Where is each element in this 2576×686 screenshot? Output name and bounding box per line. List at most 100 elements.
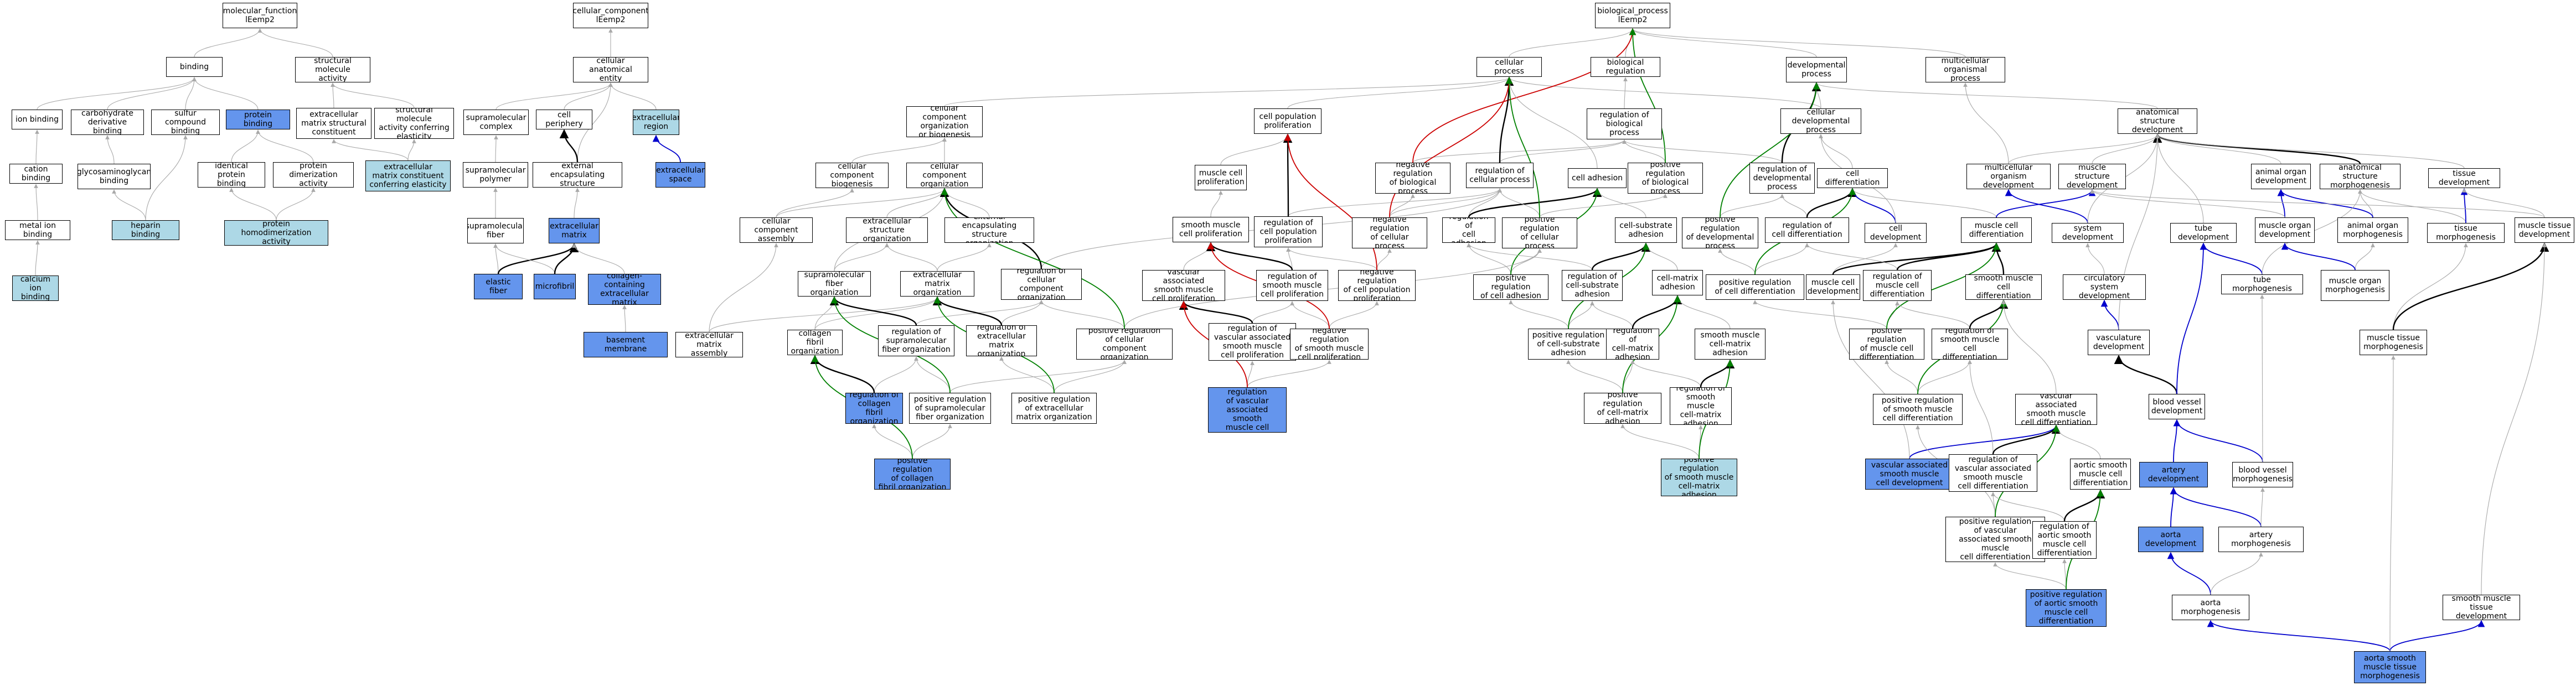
edge-isa-posregmusclecelldiff-to-regmusclecelldiff [1886,301,1899,329]
term-node-cellpopprolif: cell population proliferation [1254,108,1321,134]
term-node-binding: binding [166,57,223,77]
edge-isa-posregsmcmatrixadh-to-posregcellmatrixadh [1620,424,1700,459]
edge-regulates-tubemorph-to-tubedev [2200,242,2263,275]
edge-isa-extencaporg-to-ccorg [942,188,990,218]
edge-positive-posregmusclecelldiff-to-musclecelldiff [1886,242,2000,329]
term-node-regcelladh: regulation of cell adhesion [1442,217,1495,243]
term-node-smcdiff: smooth muscle cell differentiation [1965,274,2042,300]
term-node-heparin: heparin binding [112,220,179,240]
edge-isa-cellmatrixadh-to-cellsubadh [1644,243,1678,271]
edge-isa-structmol-to-mf [257,28,333,58]
edge-isa-posregdevproc-to-regdevproc [1720,194,1784,218]
edge-isa-regsmcdiff-to-regmusclecelldiff [1895,301,1970,329]
term-node-posregdevproc: positive regulation of developmental pro… [1682,217,1758,248]
edge-isa-muscletissuedev-to-tissuedev [2462,188,2545,218]
edge-isa-negregcellproc-to-negregbio [1389,194,1415,218]
term-node-animalorganmorph: animal organ morphogenesis [2337,217,2408,243]
edge-isa-posregccorg-to-regccorg [1039,300,1125,329]
term-node-posregcollagen: positive regulation of collagen fibril o… [874,459,951,490]
term-node-posregvsmcdiff: positive regulation of vascular associat… [1945,517,2045,562]
term-node-aortasmtissuemorph: aorta smooth muscle tissue morphogenesis [2354,651,2426,683]
edge-regulates-aortamorph-to-aortadev [2167,552,2211,595]
edge-isa-regsmcmatrixadh-to-regcellmatrixadh [1630,360,1701,388]
edge-isa-homodimer-to-identprot [229,188,277,221]
edge-isa-microfibril-to-supramolfiber [493,243,555,274]
term-node-ionbind: ion binding [12,110,63,129]
term-node-animalorgandev: animal organ development [2251,164,2311,189]
term-node-posregsupramol: positive regulation of supramolecular fi… [909,393,991,424]
term-node-ecmassembly: extracellular matrix assembly [675,332,743,357]
term-node-extencaporg: external encapsulating structure organiz… [944,217,1034,243]
term-node-ecregion: extracellular region [633,110,679,135]
edge-isa-negregvsmcprolif-to-negregsmcprolif [1247,360,1331,388]
edge-negative-negregbio-to-bp [1412,28,1637,163]
term-node-carbbind: carbohydrate derivative binding [71,110,144,135]
term-node-structmol: structural molecule activity [295,57,370,82]
edge-isa-ecm-to-extencap [574,188,580,219]
term-node-multiorg: multicellular organismal process [1925,57,2005,82]
term-node-tubedev: tube development [2170,223,2237,243]
term-node-posregbio: positive regulation of biological proces… [1628,163,1703,194]
edge-isa-calcium-to-metalbind [35,240,40,276]
edge-isa-negregcellpopprolif-to-regcellpopprolif [1286,247,1377,271]
term-node-regvsmcdiff: regulation of vascular associated smooth… [1949,454,2037,492]
edge-regulates-arterydev-to-bloodvesseldev [2173,419,2181,462]
edge-part_of-regaorticsmcdiff-to-aorticsmcdiff [2063,489,2105,522]
edge-isa-ecmorg-to-ecstructorg [885,243,938,272]
edge-part_of-bloodvesseldev-to-vascdev [2114,355,2178,394]
edge-isa-negregbio-to-regbioproc [1412,139,1627,163]
edge-isa-muscleorganmorph-to-animalorganmorph [2355,243,2375,271]
edge-isa-musclecellprolif-to-cellpopprolif [1220,134,1290,165]
edge-isa-cationbind-to-ionbind [35,129,39,164]
edge-regulates-systemdev-to-multiorgdev [2005,189,2088,224]
edge-isa-celldevproc-to-devproc [1814,82,1821,109]
edge-isa-protdimer-to-protbind [256,129,314,163]
edge-isa-bloodvesselmorph-to-tubemorph [2260,294,2264,462]
edge-part_of-regcollagenfibril-to-collagenfibrilorg [810,355,875,393]
term-node-collagenecm: collagen-containing extracellular matrix [588,274,661,305]
edge-isa-regcelldiff-to-regdevproc [1780,194,1808,218]
edge-isa-devproc-to-bp [1630,28,1817,58]
edge-negative-negregcellpopprolif-to-cellpopprolif [1284,133,1377,271]
edge-isa-posregcelladh-to-regcelladh [1467,243,1511,275]
term-node-muscletissuedev: muscle tissue development [2515,217,2574,243]
edge-group [34,28,2549,652]
edge-isa-smcprolif-to-musclecellprolif [1210,190,1223,217]
term-node-structelast: structural molecule activity conferring … [374,108,454,139]
edge-isa-regvsmcprolif-to-regsmcprolif [1252,301,1294,324]
edge-isa-tissuemorph-to-anatmorph [2358,189,2466,224]
edge-regulates-aortasmtissuemorph-to-smtissuedev [2389,620,2485,652]
edge-isa-musclecelldiff-to-celldiff [1850,188,1997,218]
edge-regulates-arterymorph-to-arterydev [2170,487,2262,527]
edge-isa-cellperiph-to-anatent [564,82,613,110]
term-node-cellmatrixadh: cell-matrix adhesion [1652,270,1703,295]
term-node-negregcellproc: negative regulation of cellular process [1352,217,1427,248]
term-node-posregccorg: positive regulation of cellular componen… [1076,329,1173,360]
term-node-negregsmcprolif: negative regulation of smooth muscle cel… [1290,329,1369,360]
edge-part_of-anatmorph-to-anatdev [2152,133,2361,164]
edge-regulates-bloodvesseldev-to-tubedev [2176,242,2207,394]
edge-isa-heparin-to-sulfurbind [145,135,188,221]
term-node-regsupramolfiberorg: regulation of supramolecular fiber organ… [878,325,954,356]
term-node-ccassembly: cellular component assembly [740,217,813,243]
term-node-smtissuedev: smooth muscle tissue development [2443,595,2520,620]
edge-isa-multiorgdev-to-multiorg [1963,82,2009,164]
edge-isa-tubedev-to-anatdev [2155,134,2204,224]
edge-part_of-regsmcdiff-to-smcdiff [1969,299,2009,329]
edge-isa-identprot-to-protbind [231,129,260,163]
term-node-aorticsmcdiff: aortic smooth muscle cell differentiatio… [2070,459,2131,490]
edge-regulates-tissuemorph-to-tissuedev [2460,188,2468,224]
edge-isa-posregmusclecelldiff-to-posregcelldiff [1753,300,1887,329]
edge-isa-ecstructorg-to-ccorg [886,188,947,218]
edge-isa-posregcellmatrixadh-to-posregcellsubadh [1566,360,1623,393]
edge-part_of-smcdiff-to-musclecelldiff [1991,242,2005,275]
edge-isa-muscleorgandev-to-musclestructdev [2090,189,2285,218]
term-node-posregcellmatrixadh: positive regulation of cell-matrix adhes… [1584,393,1661,424]
edge-isa-musclecelldev-to-celldevelopment [1832,243,1898,275]
term-node-metalbind: metal ion binding [5,220,70,240]
edge-isa-ecmstruct-to-structmol [331,82,335,108]
term-node-regcelldiff: regulation of cell differentiation [1765,217,1849,243]
edge-isa-vsmcdev-to-musclecelldev [1831,300,1910,459]
edge-isa-posregcollagen-to-regcollagenfibril [872,424,913,459]
